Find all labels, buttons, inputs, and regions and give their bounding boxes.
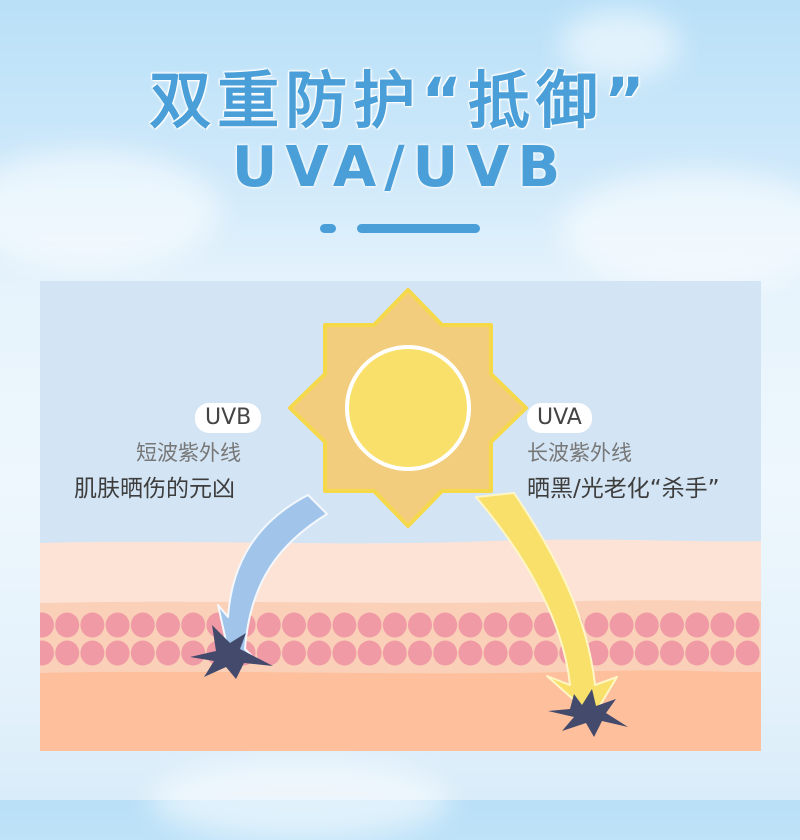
cloud-decoration [0, 150, 220, 270]
cloud-decoration [560, 170, 800, 290]
page-title: 双重防护“抵御” [149, 64, 651, 137]
cloud-decoration [560, 10, 680, 80]
uvb-impact-icon [190, 625, 273, 679]
uvb-badge: UVB [195, 403, 262, 433]
uva-description: 晒黑/光老化“杀手” [527, 476, 720, 502]
cloud-decoration [150, 760, 450, 840]
skin-diagram: UVB 短波紫外线 肌肤晒伤的元凶 UVA 长波紫外线 晒黑/光老化“杀手” [40, 281, 761, 751]
page-subtitle: UVA/UVB [231, 135, 569, 200]
uva-badge: UVA [527, 403, 592, 433]
uvb-subtitle: 短波紫外线 [136, 441, 241, 465]
uva-subtitle: 长波紫外线 [527, 441, 632, 465]
uva-impact-icon [548, 689, 628, 737]
uvb-description: 肌肤晒伤的元凶 [74, 476, 235, 502]
title-divider-short [320, 224, 336, 233]
title-divider-long [357, 224, 480, 233]
uva-arrow [475, 492, 618, 718]
sun-icon [288, 288, 528, 528]
